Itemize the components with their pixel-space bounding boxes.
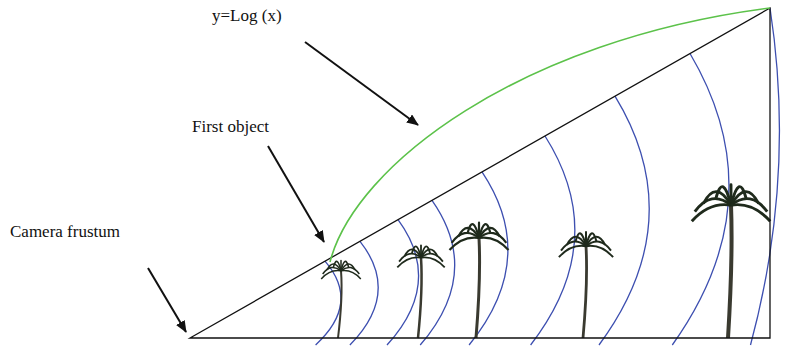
palm-tree xyxy=(321,260,361,338)
callout-label: First object xyxy=(192,117,269,137)
palm-frond xyxy=(333,261,341,270)
palm-frond xyxy=(479,238,509,250)
depth-arcs xyxy=(316,8,780,345)
palm-frond xyxy=(421,257,445,267)
palm-frond xyxy=(452,233,479,243)
depth-arc xyxy=(531,136,575,345)
depth-arc xyxy=(420,200,455,345)
log-curve xyxy=(330,8,770,262)
depth-arc xyxy=(469,172,508,345)
palm-tree xyxy=(559,232,613,338)
depth-arc xyxy=(387,220,419,345)
depth-arc xyxy=(751,8,780,345)
palm-tree xyxy=(450,223,509,338)
callout-label: y=Log (x) xyxy=(212,6,282,26)
leader-arrow xyxy=(305,42,418,125)
callout-label: Camera frustum xyxy=(10,222,120,242)
palm-frond xyxy=(341,271,361,279)
palm-frond xyxy=(731,205,770,222)
palm-trees xyxy=(321,185,770,338)
palm-frond xyxy=(399,254,421,262)
palm-frond xyxy=(468,224,479,238)
leader-arrow xyxy=(148,268,186,332)
depth-arc xyxy=(350,241,378,345)
camera-frustum xyxy=(190,8,770,338)
palm-tree xyxy=(692,185,770,338)
palm-trunk xyxy=(583,246,587,338)
palm-frond xyxy=(323,267,341,274)
palm-frond xyxy=(576,233,586,246)
palm-frond xyxy=(716,187,731,206)
depth-arc xyxy=(599,96,649,345)
palm-trunk xyxy=(728,205,732,338)
palm-frond xyxy=(695,199,731,212)
palm-trunk xyxy=(338,271,342,338)
palm-trunk xyxy=(476,238,480,338)
leader-arrow xyxy=(268,146,324,242)
palm-frond xyxy=(586,246,613,257)
depth-arc xyxy=(316,261,341,345)
palm-trunk xyxy=(418,258,422,338)
palm-frond xyxy=(412,246,421,257)
palm-frond xyxy=(561,242,586,251)
palm-tree xyxy=(397,245,444,338)
